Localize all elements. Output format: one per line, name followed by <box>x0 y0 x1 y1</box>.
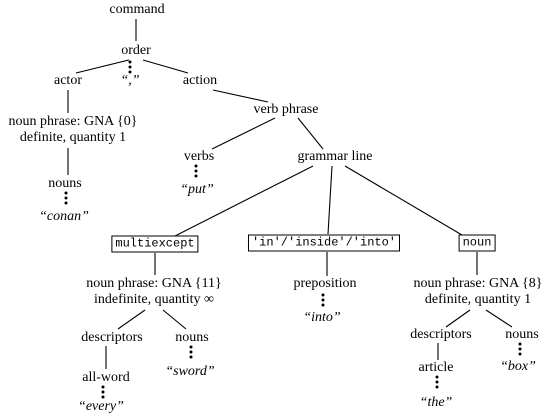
edge-np11-descriptors <box>117 309 146 330</box>
dots-order-comma <box>128 65 132 69</box>
dots-preposition-into <box>321 293 325 297</box>
dots-nouns-sword <box>189 350 193 354</box>
leaf-box: “box” <box>500 359 536 374</box>
node-comma-literal: “,” <box>120 73 140 88</box>
np0-line-1: noun phrase: GNA {0} <box>8 114 138 129</box>
node-noun-phrase-gna-0: noun phrase: GNA {0} definite, quantity … <box>9 114 138 146</box>
edge-grammar-inside <box>327 165 333 235</box>
dots-preposition-into <box>321 298 325 302</box>
node-command: command <box>109 2 165 17</box>
dots-nouns-conan <box>64 201 68 205</box>
dots-allword-every <box>101 385 105 389</box>
node-descriptors-sword: descriptors <box>81 330 143 345</box>
dots-nouns-sword <box>189 355 193 359</box>
node-nouns-sword: nouns <box>175 330 209 345</box>
leaf-every: “every” <box>78 399 124 414</box>
dots-nouns-box <box>518 342 522 346</box>
leaf-conan: “conan” <box>39 209 89 224</box>
dots-article-the <box>435 385 439 389</box>
token-noun: noun <box>458 234 496 252</box>
dots-article-the <box>435 375 439 379</box>
node-order: order <box>121 43 151 58</box>
np0-line-2: definite, quantity 1 <box>19 130 127 145</box>
dots-allword-every <box>101 395 105 399</box>
node-verbs: verbs <box>183 149 215 164</box>
np8-line-2: definite, quantity 1 <box>424 292 532 307</box>
dots-nouns-box <box>518 352 522 356</box>
np11-line-1: noun phrase: GNA {11} <box>86 276 222 291</box>
leaf-sword: “sword” <box>165 364 215 379</box>
edge-action-verbphrase <box>212 89 269 103</box>
node-verb-phrase: verb phrase <box>253 102 319 117</box>
dots-nouns-sword <box>189 345 193 349</box>
node-descriptors-box: descriptors <box>410 327 472 342</box>
dots-order-comma <box>128 70 132 74</box>
edge-order-action <box>142 59 189 74</box>
leaf-the: “the” <box>419 395 453 410</box>
dots-verbs-put <box>194 164 198 168</box>
leaf-put: “put” <box>180 182 214 197</box>
edge-verbphrase-grammar <box>297 117 324 150</box>
edge-np8-descriptors <box>445 309 471 328</box>
dots-order-comma <box>128 60 132 64</box>
node-noun-phrase-gna-8: noun phrase: GNA {8} definite, quantity … <box>414 276 543 308</box>
edge-np11-nouns <box>162 309 187 330</box>
np8-line-1: noun phrase: GNA {8} <box>413 276 543 291</box>
edge-order-actor <box>75 59 130 74</box>
dots-verbs-put <box>194 169 198 173</box>
dots-nouns-conan <box>64 196 68 200</box>
dots-verbs-put <box>194 174 198 178</box>
edge-grammar-noun <box>344 165 463 236</box>
np11-line-2: indefinite, quantity ∞ <box>93 292 214 307</box>
dots-preposition-into <box>321 303 325 307</box>
node-nouns-box: nouns <box>505 327 539 342</box>
node-all-word: all-word <box>82 370 130 385</box>
token-in-inside-into: 'in'/'inside'/'into' <box>247 234 401 252</box>
node-article: article <box>418 360 454 375</box>
node-noun-phrase-gna-11: noun phrase: GNA {11} indefinite, quanti… <box>86 276 221 308</box>
dots-article-the <box>435 380 439 384</box>
node-grammar-line: grammar line <box>297 149 373 164</box>
node-nouns-conan: nouns <box>48 176 82 191</box>
dots-nouns-conan <box>64 191 68 195</box>
node-preposition: preposition <box>293 276 357 291</box>
node-actor: actor <box>54 73 82 88</box>
token-multiexcept: multiexcept <box>111 235 199 253</box>
edge-verbphrase-verbs <box>211 117 276 150</box>
dots-allword-every <box>101 390 105 394</box>
leaf-into: “into” <box>303 310 341 325</box>
edge-np8-nouns <box>485 309 513 328</box>
edge-grammar-multiexcept <box>174 165 314 237</box>
dots-nouns-box <box>518 347 522 351</box>
node-action: action <box>182 73 218 88</box>
